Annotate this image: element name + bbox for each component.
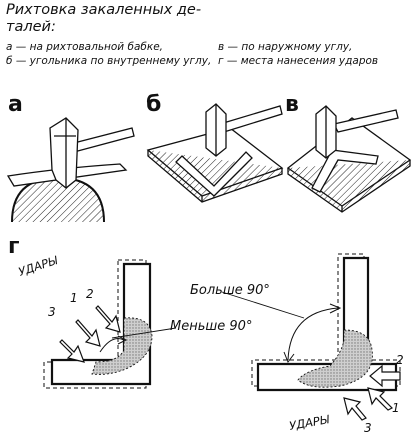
label-less-90: Меньше 90° bbox=[170, 319, 252, 334]
strike-arrow-3 bbox=[59, 339, 85, 363]
panel-letter-g: г bbox=[8, 234, 20, 259]
strike-arrow-r2 bbox=[369, 364, 401, 388]
figure-title: Рихтовка закаленных де­талей: bbox=[6, 2, 202, 35]
caption-left: а — на рихтовальной бабке, б — угольника… bbox=[6, 40, 216, 68]
panel-a-drawing bbox=[6, 117, 135, 223]
caption-right: в — по наружному углу, г — места нанесен… bbox=[218, 40, 413, 68]
hammer-handle bbox=[69, 127, 135, 153]
panel-v-drawing bbox=[286, 105, 412, 213]
impact-zone-right bbox=[297, 329, 373, 388]
label-n1-left: 1 bbox=[70, 291, 78, 305]
strike-arrow-r1 bbox=[367, 387, 394, 411]
panel-letter-b: б bbox=[146, 92, 162, 117]
caption-v: в — по наружному углу, bbox=[218, 41, 353, 53]
caption-b: б — угольника по внутрен­нему углу, bbox=[6, 55, 212, 67]
panel-b-drawing bbox=[146, 103, 284, 203]
strike-arrow-1 bbox=[75, 319, 101, 347]
label-n2-left: 2 bbox=[86, 287, 94, 301]
label-strikes-left: УДАРЫ bbox=[17, 253, 60, 279]
angle-piece-b bbox=[175, 151, 253, 197]
panel-g-left-angle bbox=[43, 259, 177, 389]
impact-zone-left bbox=[91, 317, 153, 375]
label-n2-right: 2 bbox=[396, 353, 404, 367]
caption-g: г — места нанесения уда­ров bbox=[218, 55, 379, 67]
strike-arrow-r3 bbox=[343, 397, 367, 421]
caption-a: а — на рихтовальной бабке, bbox=[6, 41, 163, 53]
label-strikes-right: УДАРЫ bbox=[288, 412, 331, 433]
panel-g-right-angle bbox=[221, 253, 401, 421]
label-n3-left: 3 bbox=[48, 305, 56, 319]
panel-letter-a: а bbox=[8, 92, 23, 117]
label-n3-right: 3 bbox=[364, 421, 372, 434]
panel-letter-v: в bbox=[285, 92, 299, 117]
label-n1-right: 1 bbox=[392, 401, 400, 415]
strike-arrow-2 bbox=[95, 305, 121, 333]
label-more-90: Больше 90° bbox=[190, 283, 270, 298]
